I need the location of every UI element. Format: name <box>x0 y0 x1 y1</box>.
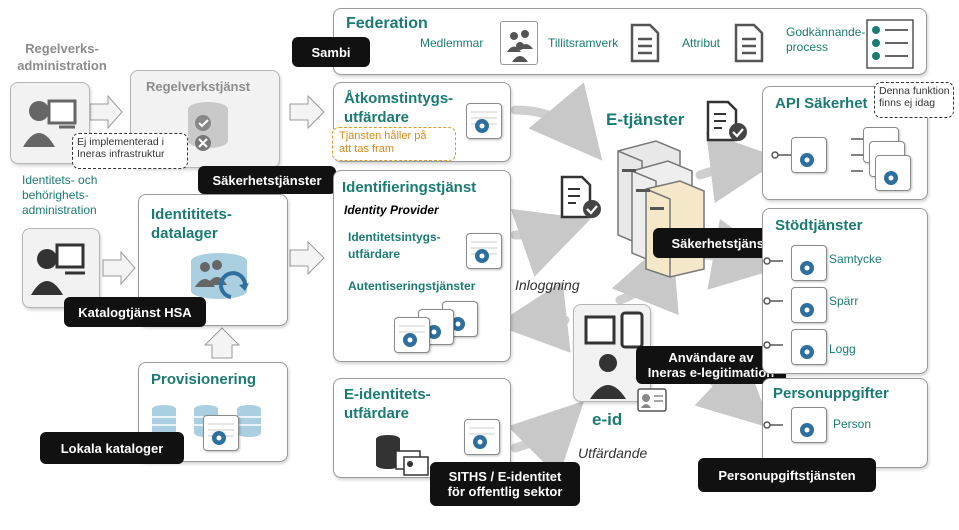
identifieringstjanst-box: Identifieringstjänst Identity Provider I… <box>333 170 511 362</box>
admin-user-icon <box>23 99 77 147</box>
samtycke-label: Samtycke <box>829 252 882 266</box>
atkomst-service-icon <box>466 103 502 139</box>
attribute-document-icon <box>734 23 764 68</box>
utfardande-label: Utfärdande <box>578 445 648 461</box>
document-check-icon-top <box>706 100 747 142</box>
katalogtjanst-hsa-label: Katalogtjänst HSA <box>64 297 206 327</box>
database-check-icon <box>188 102 228 151</box>
identitetsdatalager-box: Identititets- datalager <box>138 194 288 326</box>
document-check-icon-left <box>560 175 601 219</box>
personuppgifter-box: Personuppgifter Person <box>762 378 928 468</box>
inloggning-label: Inloggning <box>515 277 580 293</box>
not-implemented-note: Ej implementerad i Ineras infrastruktur <box>72 133 188 169</box>
sparr-service-icon <box>791 287 827 323</box>
eid-title: e-id <box>592 410 623 429</box>
identity-provider-subtitle: Identity Provider <box>344 203 439 217</box>
api-service-icon-b3 <box>875 155 911 191</box>
federation-panel: Federation Medlemmar Tillitsramverk Attr… <box>333 8 927 75</box>
api-service-icon <box>791 137 827 173</box>
user-computer-icon <box>31 243 85 295</box>
person-connector <box>763 421 783 429</box>
federation-attribute-label: Attribut <box>682 36 721 50</box>
autentisering-service-icon-1 <box>394 317 430 353</box>
local-user-box <box>22 228 100 308</box>
trust-document-icon <box>630 23 660 68</box>
identitets-admin-label: Identitets- och behörighets- administrat… <box>22 173 98 217</box>
personuppgiftstjansten-label: Personupgiftstjänsten <box>698 458 876 492</box>
federation-approval-label: Godkännande- process <box>786 25 866 54</box>
regelverkstjanst-title: Regelverkstjänst <box>146 79 251 94</box>
identitetsdatalager-title: Identititets- datalager <box>151 206 232 242</box>
person-label: Person <box>833 417 872 431</box>
eidentitet-box: E-identitets- utfärdare <box>333 378 511 478</box>
federation-members-label: Medlemmar <box>420 36 484 50</box>
lokala-kataloger-label: Lokala kataloger <box>40 432 184 464</box>
regelverks-admin-user <box>10 82 90 164</box>
identitetsintyg-label: Identitetsintygs- utfärdare <box>348 230 441 261</box>
eid-user-devices-icon <box>584 311 644 399</box>
etjanster-title: E-tjänster <box>606 110 685 129</box>
identitetsintyg-service-icon <box>466 233 502 269</box>
members-icon <box>500 21 538 65</box>
logg-service-icon <box>791 329 827 365</box>
card-database-icon <box>376 435 429 476</box>
logg-label: Logg <box>829 342 856 356</box>
api-not-available-note: Denna funktion finns ej idag <box>874 82 954 118</box>
autentiseringstjanster-label: Autentiseringstjänster <box>348 279 476 293</box>
eidentitet-title: E-identitets- utfärdare <box>344 386 431 422</box>
sparr-label: Spärr <box>829 294 859 308</box>
provisionering-title: Provisionering <box>151 371 257 388</box>
identifieringstjanst-title: Identifieringstjänst <box>342 179 477 196</box>
id-card-icon <box>637 388 667 412</box>
sakerhetstjanster-label-left: Säkerhetstjänster <box>198 166 336 194</box>
stodtjanster-box: Stödtjänster Samtycke Spärr Logg <box>762 208 928 374</box>
atkomst-in-progress-note: Tjänsten håller på att tas fram <box>332 127 456 161</box>
federation-title: Federation <box>346 15 428 32</box>
samtycke-service-icon <box>791 245 827 281</box>
directory-sync-icon <box>191 253 249 299</box>
checklist-icon <box>866 19 914 74</box>
provisionering-service-icon <box>203 415 239 451</box>
stodtjanster-title: Stödtjänster <box>775 217 863 234</box>
eidentitet-service-icon <box>464 419 500 455</box>
api-security-box: API Säkerhet <box>762 86 928 200</box>
personuppgifter-title: Personuppgifter <box>773 385 889 402</box>
provisionering-box: Provisionering <box>138 362 288 462</box>
stod-connectors <box>763 257 783 349</box>
atkomst-title: Åtkomstintygs- utfärdare <box>344 90 454 126</box>
eid-users-label: Användare av Ineras e-legitimation <box>636 346 786 384</box>
siths-label: SITHS / E-identitet för offentlig sektor <box>430 462 580 506</box>
regelverks-admin-title: Regelverks- administration <box>17 41 107 73</box>
sambi-label: Sambi <box>292 37 370 67</box>
federation-trust-label: Tillitsramverk <box>548 36 619 50</box>
person-service-icon <box>791 407 827 443</box>
api-connector-lines <box>771 138 863 172</box>
eid-device-box <box>573 304 651 402</box>
api-security-title: API Säkerhet <box>775 95 868 112</box>
